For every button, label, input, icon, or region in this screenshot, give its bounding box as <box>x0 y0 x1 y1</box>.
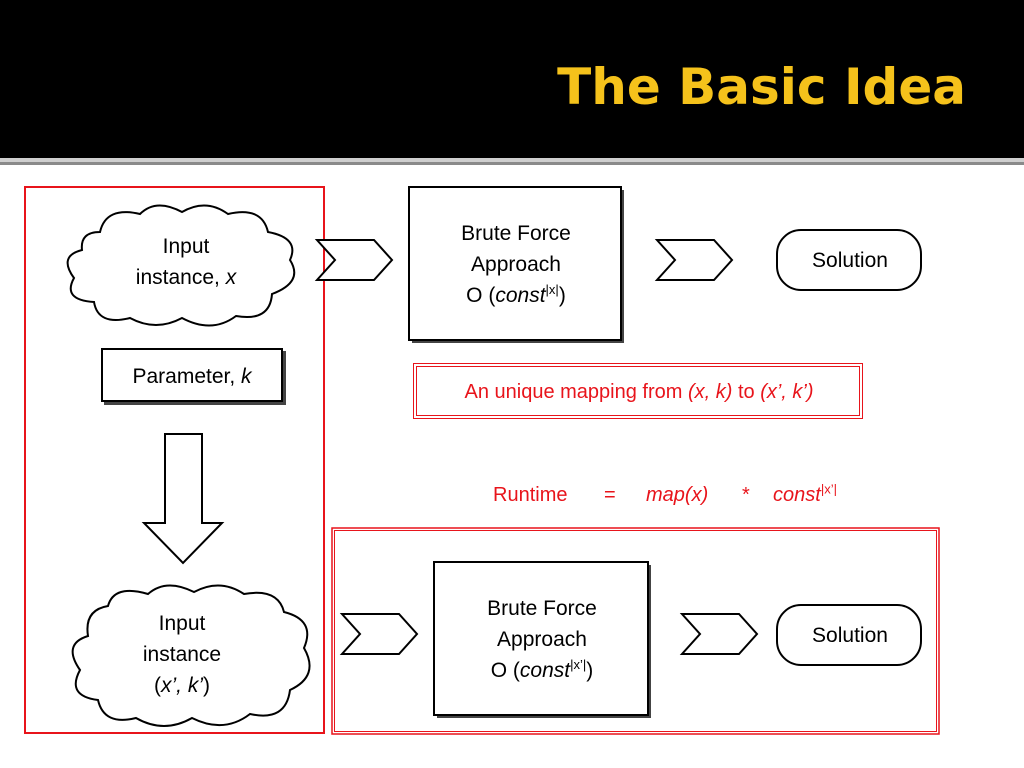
input-cloud-top-line2: instance, x <box>96 262 276 293</box>
runtime-eq: = <box>604 484 616 506</box>
input-cloud-bottom <box>71 584 311 727</box>
brute-force-bottom-const: const <box>519 659 571 682</box>
brute-force-bottom-line2: Approach <box>497 628 587 651</box>
bottom-group-frame-inner <box>334 530 937 732</box>
mapping-label: An unique mapping from (x, k) to (x’, k’… <box>418 377 860 408</box>
slide-header: The Basic Idea <box>0 0 1024 158</box>
input-cloud-top <box>66 204 296 327</box>
solution-top-label: Solution <box>812 249 888 272</box>
brute-force-bottom-line3: O (const|x’|) <box>434 655 650 686</box>
input-cloud-top-line1: Input <box>162 235 210 258</box>
parameter-label: Parameter, k <box>101 361 283 392</box>
brute-force-top-o-open: O ( <box>466 284 496 307</box>
input-cloud-top-label: Input instance, x <box>96 231 276 293</box>
brute-force-bottom-line1: Brute Force <box>487 597 597 620</box>
brute-force-top-const: const <box>495 284 546 307</box>
header-divider-shadow <box>0 162 1024 165</box>
mapping-text2: to <box>732 381 761 403</box>
input-cloud-bottom-paren-close: ) <box>203 674 210 697</box>
brute-force-top-label: Brute Force Approach O (const|x|) <box>409 218 623 311</box>
chevron-arrow-icon-bottom-1 <box>339 613 419 655</box>
left-group-frame <box>24 186 325 734</box>
brute-force-box-bottom <box>433 561 649 716</box>
solution-pill-bottom <box>776 604 922 666</box>
runtime-term1: map(x) <box>646 484 709 506</box>
brute-force-top-line3: O (const|x|) <box>409 280 623 311</box>
diagram-shapes <box>24 186 940 735</box>
mapping-expr2: (x’, k’) <box>760 381 814 403</box>
down-arrow-icon <box>141 433 225 565</box>
runtime-term2-wrap: const|x’| <box>773 480 837 511</box>
header-divider <box>0 158 1024 162</box>
solution-pill-top <box>776 229 922 291</box>
parameter-prefix: Parameter, <box>132 365 242 388</box>
parameter-box <box>101 348 283 402</box>
input-cloud-bottom-vars: x’, k’ <box>161 674 203 697</box>
runtime-term2-exponent: |x’| <box>820 481 837 497</box>
chevron-arrow-icon-top-2 <box>654 239 734 281</box>
input-cloud-bottom-line2: instance <box>142 643 222 666</box>
brute-force-bottom-o-open: O ( <box>490 659 520 682</box>
runtime-label: Runtime <box>493 484 568 506</box>
runtime-op: * <box>742 484 750 506</box>
input-cloud-top-var: x <box>225 266 237 289</box>
runtime-term2: const <box>773 484 821 506</box>
mapping-expr1: (x, k) <box>687 381 733 403</box>
brute-force-box-top <box>408 186 622 341</box>
parameter-var: k <box>241 365 252 388</box>
input-cloud-bottom-line3: (x’, k’) <box>92 670 272 701</box>
mapping-box <box>413 363 863 419</box>
input-cloud-top-line2-prefix: instance, <box>135 266 226 289</box>
brute-force-top-o-close: ) <box>558 284 566 307</box>
solution-bottom-label: Solution <box>812 624 888 647</box>
brute-force-bottom-o-close: ) <box>586 659 594 682</box>
brute-force-bottom-exponent: |x’| <box>570 657 587 672</box>
input-cloud-bottom-line1: Input <box>158 612 206 635</box>
input-cloud-bottom-label: Input instance (x’, k’) <box>92 608 272 701</box>
brute-force-top-line2: Approach <box>471 253 561 276</box>
mapping-text1: An unique mapping from <box>464 381 688 403</box>
chevron-arrow-icon-top-1 <box>314 239 394 281</box>
input-cloud-bottom-paren-open: ( <box>154 674 161 697</box>
brute-force-bottom-label: Brute Force Approach O (const|x’|) <box>434 593 650 686</box>
slide-content <box>0 165 1024 768</box>
slide-title: The Basic Idea <box>557 58 966 116</box>
brute-force-top-exponent: |x| <box>545 282 559 297</box>
brute-force-top-line1: Brute Force <box>461 222 571 245</box>
chevron-arrow-icon-bottom-2 <box>679 613 759 655</box>
bottom-group-frame <box>331 527 940 735</box>
